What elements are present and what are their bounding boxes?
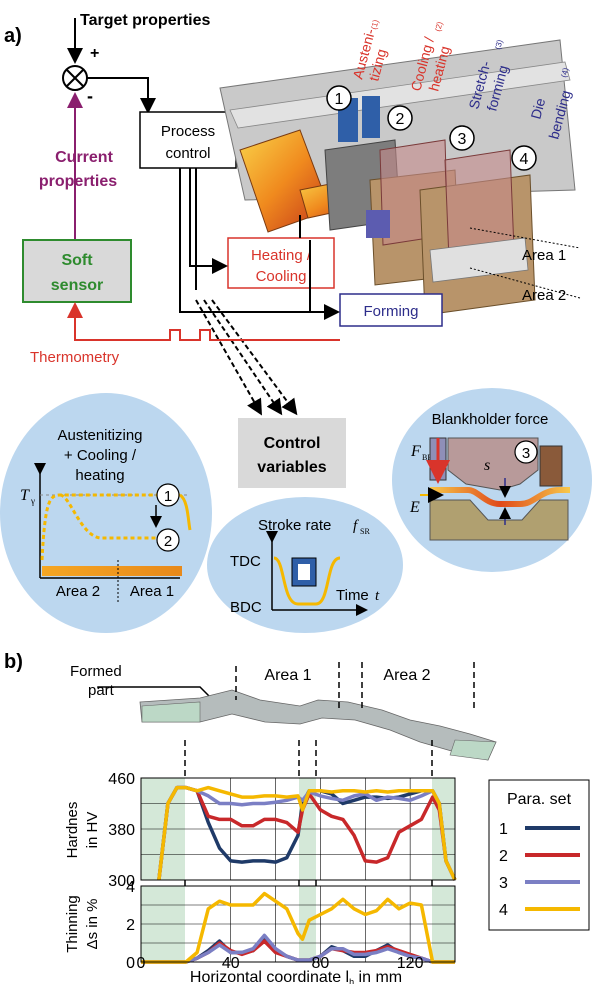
svg-text:1: 1 <box>164 488 172 505</box>
svg-text:Time: Time <box>336 587 369 604</box>
plus-sign: + <box>90 45 99 62</box>
svg-text:2: 2 <box>164 533 172 550</box>
forming-box <box>339 293 443 327</box>
svg-text:(1): (1) <box>369 18 380 30</box>
hardness-ylabel-2: in HV <box>84 812 101 849</box>
svg-text:Austenitizing: Austenitizing <box>57 427 142 444</box>
legend-label-2: 2 <box>499 848 508 865</box>
hardness-ytick: 300 <box>108 873 135 890</box>
formed-part-shape <box>139 689 497 761</box>
svg-text:T: T <box>20 487 30 504</box>
svg-text:Blankholder force: Blankholder force <box>432 411 549 428</box>
svg-text:+ Cooling /: + Cooling / <box>64 447 137 464</box>
hardness-chart: Hardnes in HV 300 380 460 <box>64 771 457 890</box>
legend: Para. set 1 2 3 4 <box>488 779 590 931</box>
legend-label-3: 3 <box>499 875 508 892</box>
svg-text:Area 1: Area 1 <box>130 583 174 600</box>
station-1: 1 Austeni- tizing (1) <box>326 18 389 111</box>
hardness-ytick: 380 <box>108 822 135 839</box>
svg-text:s: s <box>484 457 490 474</box>
svg-text:3: 3 <box>522 445 530 462</box>
svg-text:heating: heating <box>75 467 124 484</box>
svg-text:3: 3 <box>458 131 467 148</box>
summing-junction <box>62 65 88 91</box>
control-variables-line2: variables <box>257 459 326 476</box>
legend-label-1: 1 <box>499 821 508 838</box>
svg-text:TDC: TDC <box>230 553 261 570</box>
svg-text:SR: SR <box>360 527 370 536</box>
svg-text:Stroke rate: Stroke rate <box>258 517 331 534</box>
thinning-ylabel-1: Thinning <box>64 895 81 953</box>
panel-b-label: b) <box>4 651 23 673</box>
svg-text:BH: BH <box>422 453 433 462</box>
svg-text:2: 2 <box>396 111 405 128</box>
bubble-austenitizing: Austenitizing + Cooling / heating T γ 1 … <box>0 393 212 633</box>
bubble-blankholder: Blankholder force F BH s E 3 <box>392 388 592 572</box>
soft-sensor-line1: Soft <box>61 252 93 269</box>
control-variables-box <box>238 418 346 488</box>
svg-text:γ: γ <box>30 496 35 506</box>
thinning-ytick: 2 <box>126 917 135 934</box>
x-tick: 40 <box>222 955 240 972</box>
hardness-ytick: 460 <box>108 771 135 788</box>
svg-text:f: f <box>353 518 359 534</box>
thinning-series-4 <box>141 891 455 964</box>
area-1-label: Area 1 <box>522 247 566 264</box>
panel-a-label: a) <box>4 25 22 47</box>
legend-label-4: 4 <box>499 902 508 919</box>
station-4-label-a: Die <box>527 96 548 121</box>
svg-text:4: 4 <box>520 151 529 168</box>
x-tick: 0 <box>137 955 146 972</box>
process-control-box <box>139 111 237 169</box>
area-2-label: Area 2 <box>522 287 566 304</box>
area-1-label-b: Area 1 <box>264 667 311 684</box>
area-1-leader <box>469 227 581 249</box>
thinning-ytick: 0 <box>126 955 135 972</box>
formed-part-line1: Formed <box>70 663 122 680</box>
formed-part-leader <box>97 686 217 704</box>
process-line-illustration <box>219 39 576 316</box>
svg-text:Area 2: Area 2 <box>56 583 100 600</box>
thinning-series-3 <box>141 933 455 964</box>
current-properties-line1: Current <box>55 149 113 166</box>
area-2-leader <box>469 267 581 299</box>
bubble-stroke-rate: Stroke rate f SR TDC BDC Time t <box>207 497 403 633</box>
x-tick: 120 <box>397 955 424 972</box>
svg-text:(3): (3) <box>493 38 504 50</box>
heating-cooling-box <box>227 237 335 289</box>
x-tick: 80 <box>312 955 330 972</box>
process-control-line2: control <box>165 145 210 162</box>
area-2-label-b: Area 2 <box>383 667 430 684</box>
thermometry-label: Thermometry <box>30 349 120 366</box>
heating-cooling-line2: Cooling <box>256 268 307 285</box>
thinning-ytick: 4 <box>126 879 135 896</box>
control-variables-line1: Control <box>264 435 321 452</box>
process-control-line1: Process <box>161 123 215 140</box>
thinning-chart: Thinning Δs in % 0 2 4 0 40 80 120 <box>64 879 456 972</box>
hardness-ylabel-1: Hardnes <box>64 802 81 859</box>
minus-sign: - <box>87 86 93 106</box>
forming-label: Forming <box>363 303 418 320</box>
x-axis-label: Horizontal coordinate lh in mm <box>190 969 402 984</box>
heating-cooling-line1: Heating / <box>251 247 312 264</box>
hardness-series-4 <box>157 785 457 881</box>
thermometry-line <box>67 302 340 341</box>
svg-text:1: 1 <box>335 91 344 108</box>
svg-text:(4): (4) <box>559 66 570 78</box>
formed-part-line2: part <box>88 682 115 699</box>
control-error-arrow <box>87 77 156 114</box>
thinning-ylabel-2: Δs in % <box>84 899 101 950</box>
legend-title: Para. set <box>507 791 572 808</box>
svg-text:F: F <box>410 443 421 460</box>
svg-text:E: E <box>409 499 420 516</box>
svg-text:BDC: BDC <box>230 599 262 616</box>
current-properties-line2: properties <box>39 173 117 190</box>
control-signal-lines <box>179 168 340 416</box>
soft-sensor-line2: sensor <box>51 277 103 294</box>
svg-text:(2): (2) <box>433 20 444 32</box>
target-properties-label: Target properties <box>80 12 211 29</box>
svg-text:t: t <box>375 588 380 604</box>
